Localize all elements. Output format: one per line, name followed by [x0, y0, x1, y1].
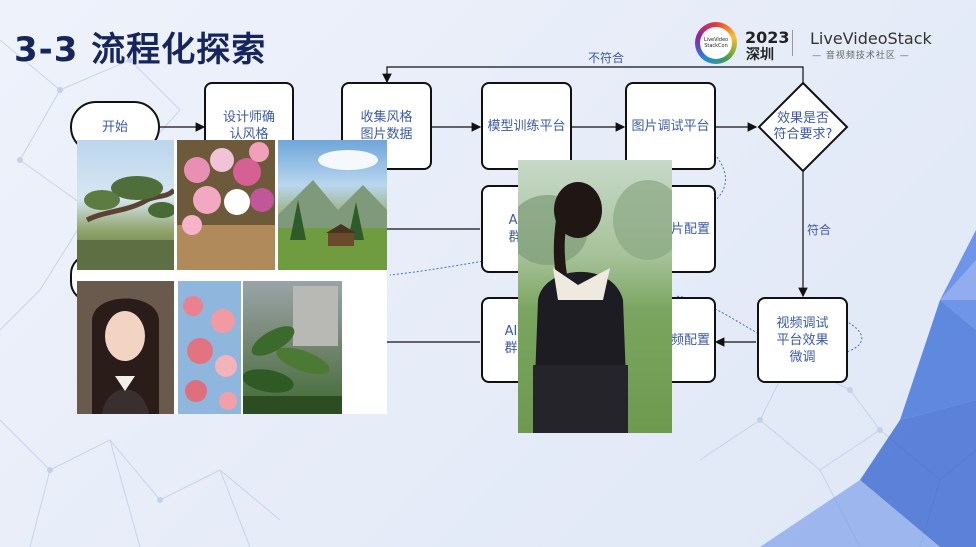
decision-diamond-shape: [757, 81, 849, 173]
node-designer-confirm-label: 设计师确认风格: [222, 110, 275, 142]
event-logo-badge: LiveVideo StackCon: [695, 22, 737, 64]
node-decision-label: 效果是否符合要求?: [773, 111, 833, 142]
photo-bonsai-tree: [77, 140, 174, 270]
photo-mountain-cabin: [278, 140, 387, 270]
slide-title: 3-3 流程化探索: [14, 30, 267, 70]
node-video-debug[interactable]: 视频调试平台效果微调: [757, 297, 848, 383]
node-video-debug-label: 视频调试平台效果微调: [776, 315, 829, 365]
event-city: 深圳: [746, 47, 774, 63]
photo-bonsai-shape: [77, 176, 174, 270]
node-start-label: 开始: [101, 119, 128, 135]
event-logo-text: LiveVideo StackCon: [703, 37, 729, 49]
node-image-debug[interactable]: 图片调试平台: [625, 82, 716, 170]
photo-anime-portrait: [77, 281, 174, 414]
label-not-meet: 不符合: [588, 51, 625, 65]
photo-girl-shapes: [518, 180, 672, 433]
photo-tropical-plants: [243, 281, 342, 414]
node-image-debug-label: 图片调试平台: [631, 118, 710, 134]
node-collect-images-label: 收集风格图片数据: [360, 110, 413, 142]
brand-name: LiveVideoStack: [810, 29, 932, 48]
photo-flower-box: [177, 140, 275, 270]
photo-girl-back-view: [518, 160, 672, 433]
style-image-collage: [77, 140, 387, 414]
photo-portrait-shapes: [92, 298, 159, 414]
node-model-training-label: 模型训练平台: [487, 118, 566, 134]
photo-plant-shapes: [243, 286, 342, 414]
node-ai-group-2-label: AI群: [504, 324, 518, 356]
event-year: 2023: [745, 28, 790, 47]
photo-flower-shapes: [177, 142, 275, 270]
photo-mountain-shapes: [278, 150, 387, 270]
photo-blossom-shapes: [183, 296, 237, 410]
node-model-training[interactable]: 模型训练平台: [481, 82, 572, 170]
photo-pink-blossoms: [178, 281, 241, 414]
header-divider: [792, 30, 793, 56]
brand-subtitle: — 音视频技术社区 —: [812, 51, 910, 61]
node-image-config-label: 片配置: [670, 221, 710, 237]
label-meet: 符合: [807, 223, 832, 237]
node-ai-group-1-label: AI群: [508, 213, 522, 245]
node-video-config-label: 频配置: [670, 332, 710, 348]
node-decision[interactable]: 效果是否符合要求?: [757, 81, 849, 173]
